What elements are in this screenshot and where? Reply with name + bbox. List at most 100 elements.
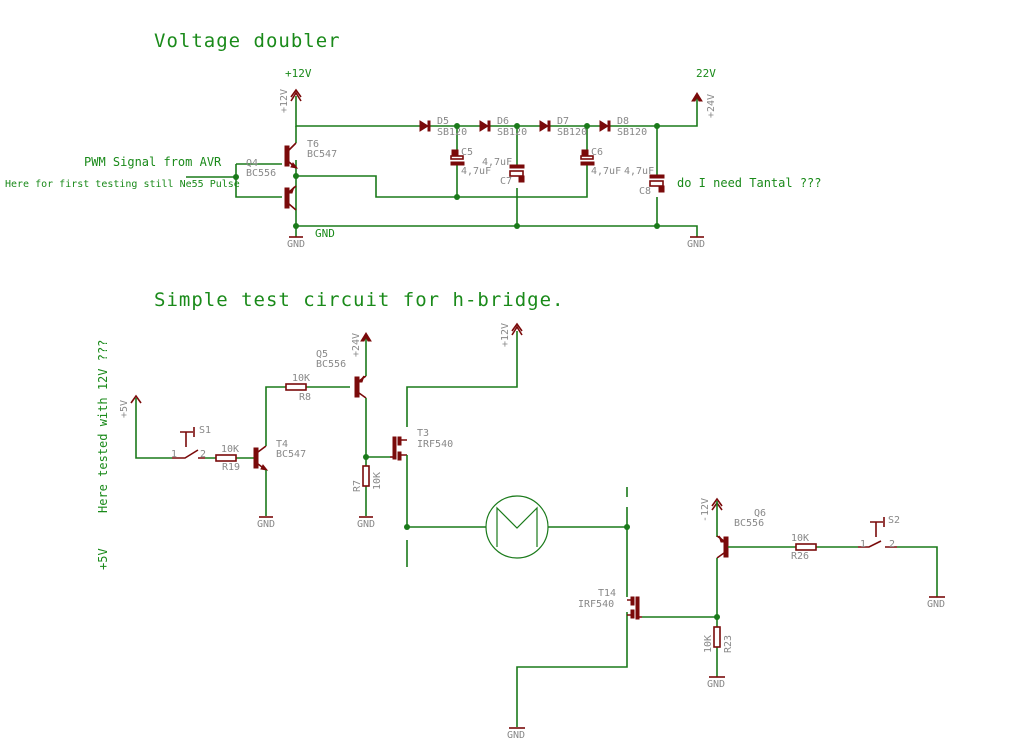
gnd-label: GND (287, 239, 305, 250)
title-hbridge: Simple test circuit for h-bridge. (154, 289, 565, 311)
r19-value: 10K (221, 444, 239, 455)
d5-name: D5 (437, 116, 449, 127)
s1-pin2: 2 (200, 449, 206, 460)
title-voltage-doubler: Voltage doubler (154, 30, 341, 52)
supply-arrow-icon (511, 322, 523, 336)
c7-value: 4,7uF (482, 157, 512, 168)
q4-name: Q4 (246, 158, 258, 169)
capacitor-c5-icon (450, 149, 465, 166)
note-plus5v: +5V (96, 548, 110, 570)
transistor-t6-icon (284, 142, 299, 169)
c5-value: 4,7uF (461, 166, 491, 177)
note-pwm: PWM Signal from AVR (84, 155, 222, 169)
wire-top-rail (295, 96, 698, 127)
q6-value: BC556 (734, 518, 764, 529)
resistor-r26-icon (795, 543, 817, 551)
d8-name: D8 (617, 116, 629, 127)
net-label-gnd: GND (315, 227, 335, 240)
d8-value: SB120 (617, 127, 647, 138)
note-ne55: Here for first testing still Ne55 Pulse (5, 179, 240, 190)
supply-label-12v: +12V (279, 89, 290, 113)
motor-icon (485, 495, 549, 559)
hbridge-circuit: Here tested with 12V ??? +5V +5V S1 1 2 … (96, 322, 945, 741)
mosfet-t3-icon (390, 436, 407, 461)
c5-name: C5 (461, 147, 473, 158)
s1-name: S1 (199, 425, 211, 436)
gnd-label: GND (707, 679, 725, 690)
r26-value: 10K (791, 533, 809, 544)
t3-value: IRF540 (417, 439, 453, 450)
r8-value: 10K (292, 373, 310, 384)
t14-name: T14 (598, 588, 616, 599)
voltage-doubler-circuit: +12V +12V T6 BC547 (5, 67, 822, 250)
note-tantal: do I need Tantal ??? (677, 176, 822, 190)
r8-name: R8 (299, 392, 311, 403)
supply-label-12v: +12V (500, 323, 511, 347)
s2-pin1: 1 (860, 539, 866, 550)
r26-name: R26 (791, 551, 809, 562)
c8-value: 4,7uF (624, 166, 654, 177)
gnd-label: GND (927, 599, 945, 610)
t6-name: T6 (307, 139, 319, 150)
capacitor-c6-icon (580, 149, 595, 166)
note-tested-12v: Here tested with 12V ??? (96, 340, 110, 513)
transistor-q4-icon (284, 185, 297, 211)
supply-label-24v: +24V (351, 333, 362, 357)
gnd-label: GND (357, 519, 375, 530)
t6-value: BC547 (307, 149, 337, 160)
supply-arrow-icon (290, 88, 302, 102)
c6-value: 4,7uF (591, 166, 621, 177)
gnd-label: GND (257, 519, 275, 530)
c8-name: C8 (639, 186, 651, 197)
resistor-r23-icon (713, 626, 721, 648)
mosfet-t14-icon (627, 596, 642, 620)
net-label-12v: +12V (285, 67, 312, 80)
r19-name: R19 (222, 462, 240, 473)
supply-arrow-icon (691, 92, 703, 102)
d5-value: SB120 (437, 127, 467, 138)
transistor-q6-icon (716, 535, 729, 559)
t3-name: T3 (417, 428, 429, 439)
q5-name: Q5 (316, 349, 328, 360)
t14-value: IRF540 (578, 599, 614, 610)
d6-value: SB120 (497, 127, 527, 138)
r23-name: R23 (723, 635, 734, 653)
d7-value: SB120 (557, 127, 587, 138)
supply-arrow-icon (130, 394, 142, 404)
q5-value: BC556 (316, 359, 346, 370)
s1-pin1: 1 (171, 449, 177, 460)
gnd-label: GND (507, 730, 525, 741)
wire-switch-node (296, 164, 588, 198)
c6-name: C6 (591, 147, 603, 158)
switch-s1-icon (172, 427, 205, 459)
t4-name: T4 (276, 439, 288, 450)
supply-arrow-icon (360, 332, 372, 342)
supply-label-5v: +5V (119, 400, 130, 418)
capacitor-c7-icon (509, 164, 525, 183)
s2-pin2: 2 (889, 539, 895, 550)
transistor-t4-icon (253, 445, 269, 471)
diode-d5-icon (419, 120, 431, 132)
net-label-22v: 22V (696, 67, 716, 80)
gnd-label: GND (687, 239, 705, 250)
resistor-r7-icon (362, 465, 370, 487)
supply-label-24v: +24V (706, 94, 717, 118)
r7-value: 10K (372, 472, 383, 490)
diode-d7-icon (539, 120, 551, 132)
d7-name: D7 (557, 116, 569, 127)
d6-name: D6 (497, 116, 509, 127)
transistor-q5-icon (354, 375, 367, 399)
t4-value: BC547 (276, 449, 306, 460)
switch-s2-icon (858, 517, 897, 548)
r23-value: 10K (703, 635, 714, 653)
resistor-r19-icon (215, 454, 237, 462)
capacitor-c8-icon (649, 174, 665, 193)
c7-name: C7 (500, 176, 512, 187)
q6-name: Q6 (754, 508, 766, 519)
diode-d8-icon (599, 120, 611, 132)
s2-name: S2 (888, 515, 900, 526)
supply-label-m12v: -12V (700, 498, 711, 522)
r7-name: R7 (352, 480, 363, 492)
resistor-r8-icon (285, 383, 307, 391)
